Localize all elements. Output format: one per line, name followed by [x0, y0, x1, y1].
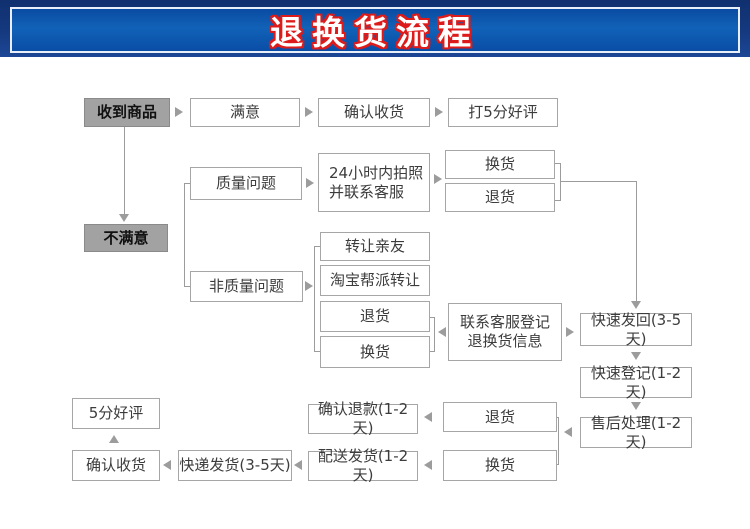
arrow-right-icon — [566, 327, 574, 337]
arrow-left-icon — [438, 327, 446, 337]
bracket-connector — [560, 163, 561, 201]
arrow-right-icon — [305, 107, 313, 117]
arrow-down-icon — [631, 352, 641, 360]
node-exchange-non-quality: 换货 — [320, 336, 430, 368]
bracket-connector — [184, 183, 190, 184]
node-after-sales: 售后处理(1-2天) — [580, 414, 692, 451]
connector-line — [636, 181, 637, 301]
node-confirm-refund: 确认退款(1-2天) — [308, 400, 418, 437]
node-contact-cs-line2: 退换货信息 — [467, 332, 543, 350]
arrow-left-icon — [424, 460, 432, 470]
arrow-right-icon — [306, 178, 314, 188]
node-transfer-friends: 转让亲友 — [320, 232, 430, 261]
bracket-connector — [314, 246, 315, 352]
node-photo-24h-line1: 24小时内拍照 — [329, 163, 424, 182]
bracket-connector — [558, 417, 559, 465]
node-fast-send-back: 快速发回(3-5天) — [580, 311, 692, 348]
node-received-goods: 收到商品 — [84, 98, 170, 127]
arrow-right-icon — [435, 107, 443, 117]
node-exchange-bottom: 换货 — [443, 450, 557, 481]
arrow-down-icon — [631, 301, 641, 309]
bracket-connector — [430, 351, 435, 352]
node-contact-customer-service: 联系客服登记 退换货信息 — [448, 303, 562, 361]
arrow-right-icon — [305, 281, 313, 291]
header-banner: 退换货流程 — [0, 0, 750, 57]
node-contact-cs-line1: 联系客服登记 — [459, 313, 550, 332]
node-express: 快递发货(3-5天) — [178, 450, 292, 481]
node-non-quality-issue: 非质量问题 — [190, 271, 303, 302]
arrow-up-icon — [109, 435, 119, 443]
node-dispatch: 配送发货(1-2天) — [308, 447, 418, 484]
bracket-connector — [314, 246, 320, 247]
node-unsatisfied: 不满意 — [84, 224, 168, 252]
node-quality-issue: 质量问题 — [190, 167, 302, 200]
node-satisfied: 满意 — [190, 98, 300, 127]
page-title: 退换货流程 — [270, 13, 480, 52]
arrow-left-icon — [424, 412, 432, 422]
bracket-connector — [555, 200, 561, 201]
bracket-connector — [434, 317, 435, 352]
node-confirm-receipt-top: 确认收货 — [318, 98, 430, 127]
node-photo-24h: 24小时内拍照 并联系客服 — [318, 153, 430, 212]
bracket-connector — [314, 351, 320, 352]
node-taobao-transfer: 淘宝帮派转让 — [320, 265, 430, 296]
arrow-right-icon — [434, 174, 442, 184]
arrow-down-icon — [631, 402, 641, 410]
node-photo-24h-line2: 并联系客服 — [329, 182, 405, 201]
node-return-quality: 退货 — [445, 183, 555, 212]
arrow-left-icon — [163, 460, 171, 470]
header-panel: 退换货流程 — [10, 7, 740, 53]
bracket-connector — [184, 286, 190, 287]
arrow-left-icon — [564, 427, 572, 437]
arrow-right-icon — [175, 107, 183, 117]
node-fast-register: 快速登记(1-2天) — [580, 364, 692, 401]
node-return-non-quality: 退货 — [320, 301, 430, 332]
bracket-connector — [555, 163, 561, 164]
bracket-connector — [430, 317, 435, 318]
node-exchange-quality: 换货 — [445, 150, 555, 179]
connector-line — [560, 181, 636, 182]
node-confirm-receipt-bottom: 确认收货 — [72, 450, 160, 481]
node-return-bottom: 退货 — [443, 402, 557, 432]
node-five-star-review: 打5分好评 — [448, 98, 558, 127]
arrow-left-icon — [294, 460, 302, 470]
connector-line — [124, 127, 125, 215]
arrow-down-icon — [119, 214, 129, 222]
node-five-star-bottom: 5分好评 — [72, 398, 160, 429]
bracket-connector — [184, 183, 185, 287]
